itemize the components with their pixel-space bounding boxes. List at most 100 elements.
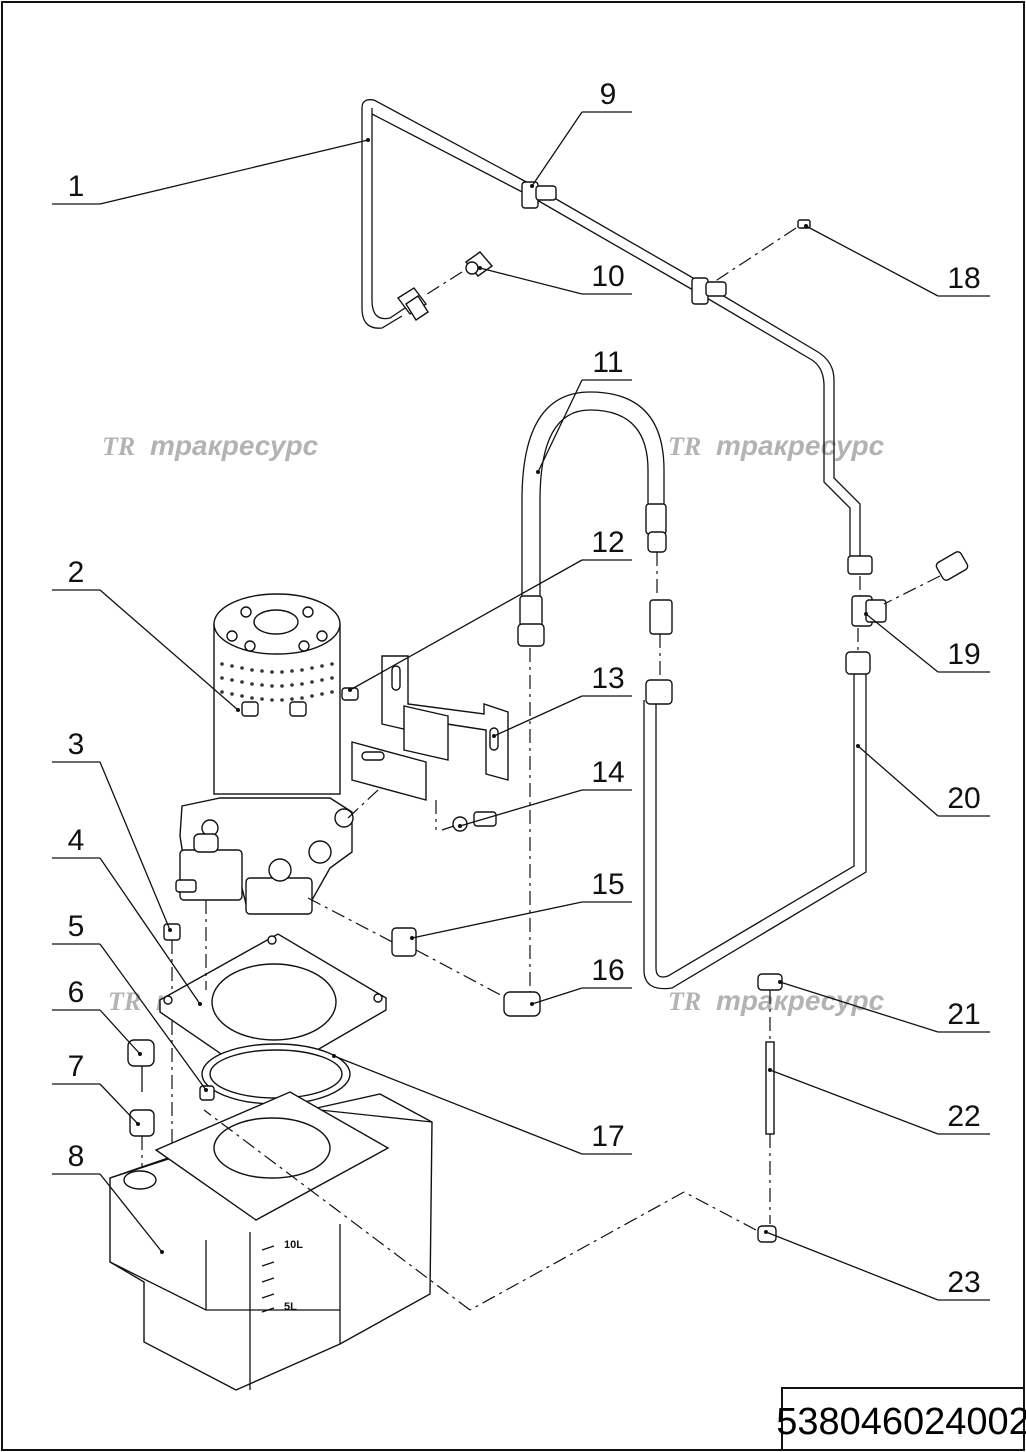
callout-dot: [332, 1054, 336, 1058]
clamp: [691, 277, 727, 305]
callout-leader: [99, 1083, 139, 1125]
tube-assembly: [361, 99, 861, 556]
watermark: TR тракресурс: [102, 430, 319, 461]
watermark-text: тракресурс: [716, 985, 885, 1016]
callout-dot: [204, 1088, 208, 1092]
callout-leader: [765, 1231, 939, 1301]
callout-leader: [779, 981, 939, 1033]
elbow-fitting: [503, 648, 541, 1017]
adapter: [649, 599, 673, 680]
callout-number: 11: [592, 346, 623, 379]
callout-15: 15: [410, 868, 632, 940]
callout-number: 22: [947, 1100, 980, 1133]
watermark-text: тракресурс: [716, 430, 885, 461]
callout-dot: [138, 1052, 142, 1056]
callout-leader: [459, 789, 583, 827]
callout-16: 16: [530, 954, 632, 1006]
mounting-plate: [158, 900, 388, 1083]
watermark-logo: TR: [102, 432, 135, 461]
watermark: TR тракресурс: [668, 430, 885, 461]
bracket: [351, 655, 509, 830]
callout-leader: [531, 987, 583, 1005]
callout-number: 12: [591, 526, 624, 559]
filler-adapter: [129, 1109, 155, 1176]
callout-number: 13: [591, 662, 624, 695]
callout-number: 3: [68, 728, 85, 761]
callout-leader: [349, 559, 583, 691]
callout-number: 4: [68, 824, 85, 857]
watermark-logo: TR: [668, 432, 701, 461]
callout-dot: [478, 266, 482, 270]
callout-leader: [99, 943, 207, 1091]
callout-leader: [805, 225, 939, 297]
callout-13: 13: [492, 662, 632, 738]
bolt: [441, 811, 497, 832]
fitting: [391, 927, 511, 1001]
watermark-logo: TR: [668, 987, 701, 1016]
callout-number: 6: [68, 976, 85, 1009]
callout-2: 2: [52, 556, 240, 712]
document-number: 538046024002: [776, 1401, 1026, 1443]
callout-dot: [236, 708, 240, 712]
callout-number: 21: [947, 998, 980, 1031]
callout-leader: [411, 901, 583, 939]
callout-leader: [769, 1069, 939, 1135]
callout-dot: [348, 688, 352, 692]
callout-leader: [99, 139, 369, 205]
callout-leader: [857, 745, 939, 817]
callout-number: 15: [591, 868, 624, 901]
elbow-fitting: [203, 1109, 777, 1311]
callout-number: 9: [600, 78, 617, 111]
callout-leader: [479, 267, 583, 295]
callout-leader: [99, 1173, 163, 1253]
callout-number: 2: [68, 556, 85, 589]
callout-11: 11: [536, 346, 632, 474]
level-tube: [765, 1041, 775, 1224]
document-number-box: 538046024002: [776, 1387, 1026, 1451]
callout-number: 20: [947, 782, 980, 815]
callout-dot: [536, 470, 540, 474]
callout-3: 3: [52, 728, 172, 932]
reservoir: 10L 5L: [109, 1091, 433, 1391]
callout-leader: [99, 1009, 141, 1055]
hose: [517, 391, 667, 647]
callout-number: 19: [947, 638, 980, 671]
watermark: TR тракресурс: [668, 985, 885, 1016]
callout-dot: [778, 980, 782, 984]
callout-12: 12: [348, 526, 632, 692]
tee-fitting: [847, 551, 969, 627]
callout-9: 9: [530, 78, 632, 188]
level-scale: 10L 5L: [261, 1239, 303, 1313]
callout-dot: [160, 1250, 164, 1254]
callout-leader: [99, 589, 239, 711]
callout-dot: [864, 612, 868, 616]
pump-motor: [175, 593, 401, 947]
callout-8: 8: [52, 1140, 164, 1254]
callout-leader: [99, 857, 201, 1005]
callout-leader: [531, 111, 583, 187]
callout-18: 18: [804, 224, 990, 297]
callout-dot: [764, 1230, 768, 1234]
callout-7: 7: [52, 1050, 140, 1126]
callout-number: 14: [591, 756, 624, 789]
callout-number: 23: [947, 1266, 980, 1299]
callout-leader: [493, 695, 583, 737]
callout-4: 4: [52, 824, 202, 1006]
callout-leader: [99, 761, 171, 931]
callout-dot: [136, 1122, 140, 1126]
bolt: [199, 1085, 215, 1101]
clamp: [521, 181, 557, 209]
callout-leader: [865, 613, 939, 673]
scale-top-label: 10L: [284, 1239, 303, 1251]
motor-perforation: [220, 662, 334, 702]
screw: [713, 219, 811, 283]
callout-number: 10: [591, 260, 624, 293]
callout-number: 16: [591, 954, 624, 987]
callout-21: 21: [778, 980, 990, 1033]
callout-14: 14: [458, 756, 632, 828]
callout-dot: [768, 1068, 772, 1072]
callout-dot: [856, 744, 860, 748]
callout-6: 6: [52, 976, 142, 1056]
